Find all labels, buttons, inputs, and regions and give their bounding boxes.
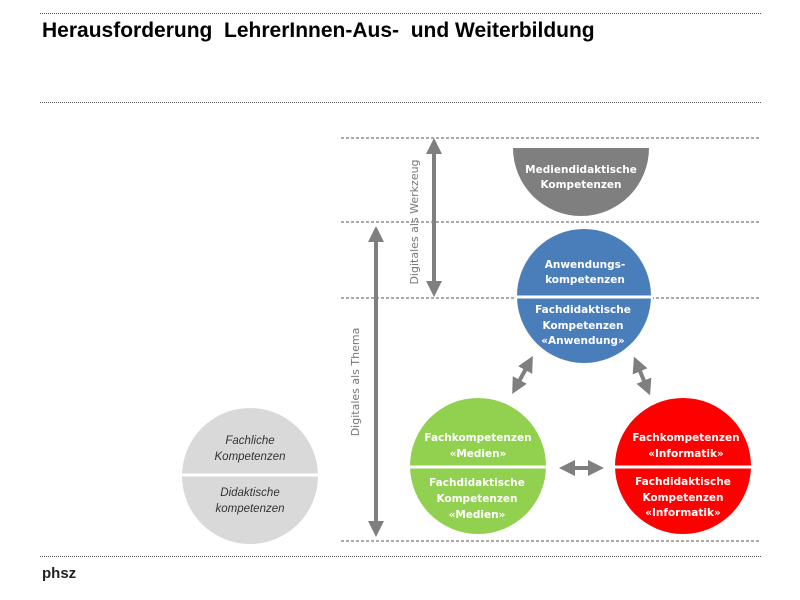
node-label: Didaktische [220, 487, 279, 499]
node-label: Kompetenzen [642, 492, 723, 504]
node-label: Kompetenzen [436, 493, 517, 505]
node-label: Anwendungs- [545, 259, 626, 271]
node-label: «Informatik» [645, 507, 721, 519]
thema-label: Digitales als Thema [349, 328, 362, 437]
werkzeug-label: Digitales als Werkzeug [408, 159, 421, 284]
node-label: Fachdidaktische [429, 477, 525, 489]
node-label: Kompetenzen [542, 320, 623, 332]
node-label: kompetenzen [215, 503, 284, 515]
node-label: Fachkompetenzen [424, 432, 531, 444]
node-label: Fachliche [225, 435, 274, 447]
node-label: «Informatik» [648, 448, 724, 460]
node-label: «Anwendung» [541, 335, 624, 347]
phsz-logo: phsz [42, 565, 77, 582]
title-rule [40, 102, 761, 103]
node-label: Kompetenzen [540, 179, 621, 191]
node-label: «Medien» [449, 509, 506, 521]
node-label: Kompetenzen [215, 451, 286, 463]
node-label: Fachdidaktische [535, 304, 631, 316]
node-label: kompetenzen [545, 274, 625, 286]
slide-title: Herausforderung LehrerInnen-Aus- und Wei… [42, 19, 595, 42]
node-label: «Medien» [450, 448, 507, 460]
top-rule [40, 13, 761, 14]
mediendidaktik-node [513, 148, 649, 216]
node-label: Fachdidaktische [635, 476, 731, 488]
arrow-anwendung-medien [512, 355, 533, 395]
footer-rule [40, 556, 761, 557]
node-label: Mediendidaktische [525, 164, 637, 176]
node-label: Fachkompetenzen [632, 432, 739, 444]
arrow-anwendung-informatik [632, 356, 652, 396]
